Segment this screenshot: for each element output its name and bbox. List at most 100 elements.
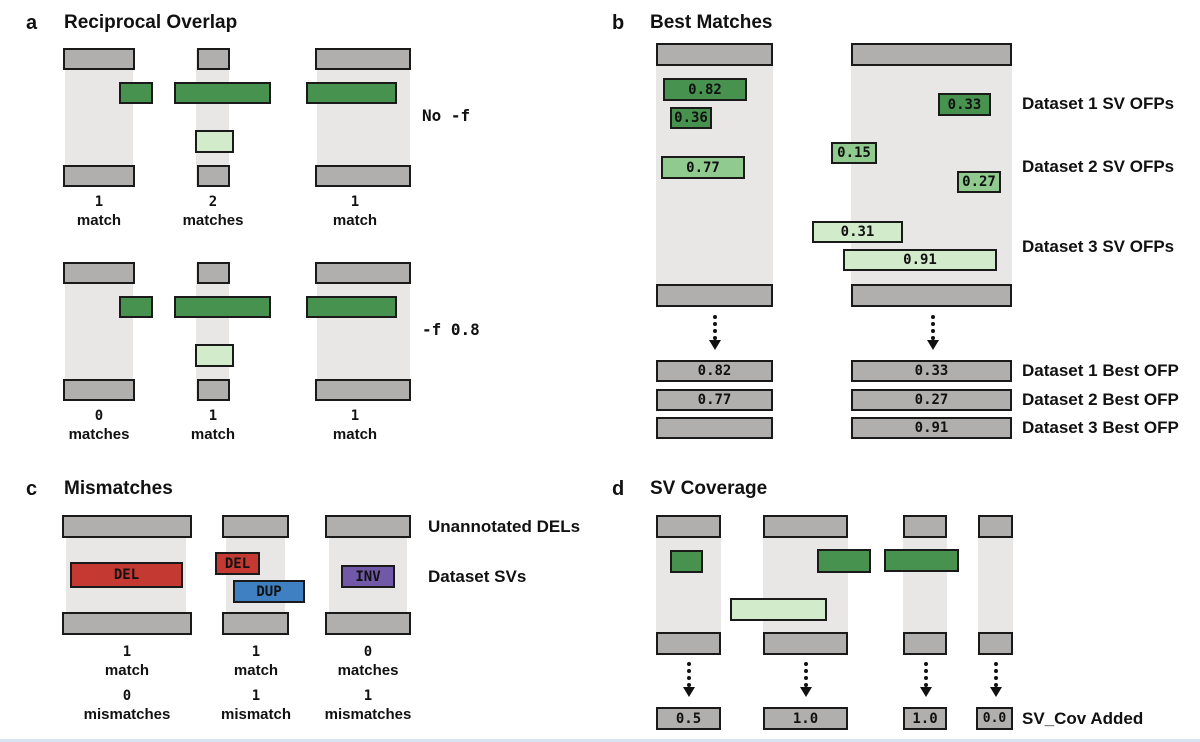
match-count-label: 2 matches [153, 195, 273, 229]
dataset1-sv-ofps-label: Dataset 1 SV OFPs [1022, 94, 1175, 113]
reference-bar [903, 632, 947, 655]
mismatch-count-label: 1 mismatches [308, 689, 428, 723]
panel-a-title: Reciprocal Overlap [64, 12, 238, 33]
reference-bar [851, 284, 1012, 307]
panel-c-title: Mismatches [64, 478, 173, 499]
dotted-arrow-icon [989, 662, 1002, 697]
panel-a-letter: a [26, 12, 38, 34]
reference-bar [222, 612, 289, 635]
dup-sv-box: DUP [233, 580, 305, 603]
best-ofp-bar: 0.77 [656, 389, 773, 411]
coverage-result-box: 1.0 [763, 707, 848, 730]
sv-call-box [174, 296, 271, 318]
reference-bar [903, 515, 947, 538]
match-count-word: match [76, 212, 122, 229]
overlap-band [196, 263, 229, 401]
match-count-word: match [332, 212, 378, 229]
match-count-word: match [190, 426, 236, 443]
ofp-value-box: 0.36 [670, 107, 712, 129]
sv-cov-added-label: SV_Cov Added [1022, 709, 1144, 728]
ofp-value-box: 0.27 [957, 171, 1001, 193]
ofp-value-box: 0.82 [663, 78, 747, 101]
best-ofp-bar: 0.33 [851, 360, 1012, 382]
mismatch-count-number: 1 [363, 688, 373, 704]
reference-bar [978, 515, 1013, 538]
ofp-value-box: 0.15 [831, 142, 877, 164]
dotted-arrow-icon [919, 662, 932, 697]
coverage-result-box: 0.0 [976, 707, 1013, 730]
match-count-number: 1 [208, 408, 218, 424]
match-count-word: matches [182, 212, 244, 229]
mismatch-count-word: mismatches [324, 706, 412, 723]
match-count-label: 1 match [295, 195, 415, 229]
match-count-number: 1 [350, 408, 360, 424]
match-count-word: match [233, 662, 279, 679]
ofp-value-box: 0.31 [812, 221, 903, 243]
reference-bar [62, 515, 192, 538]
dataset-svs-label: Dataset SVs [428, 567, 527, 586]
match-count-number: 0 [94, 408, 104, 424]
dataset2-sv-ofps-label: Dataset 2 SV OFPs [1022, 157, 1175, 176]
reference-bar [63, 165, 135, 187]
sv-call-box [174, 82, 271, 104]
sv-call-box-light [730, 598, 827, 621]
ofp-value-box: 0.77 [661, 156, 745, 179]
match-count-label: 0 matches [308, 645, 428, 679]
best-ofp-bar [656, 417, 773, 439]
match-count-label: 1 match [196, 645, 316, 679]
match-count-word: match [104, 662, 150, 679]
reference-bar [62, 612, 192, 635]
dataset3-best-ofp-label: Dataset 3 Best OFP [1022, 418, 1179, 437]
reference-bar [763, 632, 848, 655]
bottom-edge-line [0, 739, 1200, 742]
overlap-band [65, 49, 133, 187]
reference-bar [63, 48, 135, 70]
match-count-word: matches [337, 662, 399, 679]
reference-bar [63, 379, 135, 401]
reference-bar [978, 632, 1013, 655]
overlap-band [65, 263, 133, 401]
reference-bar [656, 284, 773, 307]
overlap-band [317, 49, 410, 187]
overlap-band [196, 49, 229, 187]
coverage-result-box: 1.0 [903, 707, 947, 730]
reference-bar [656, 43, 773, 66]
match-count-number: 1 [350, 194, 360, 210]
best-ofp-bar: 0.82 [656, 360, 773, 382]
panel-b-title: Best Matches [650, 12, 773, 33]
overlap-band [903, 516, 947, 654]
filter-condition-label: -f 0.8 [422, 320, 480, 339]
sv-call-box [884, 549, 959, 572]
match-count-label: 1 match [39, 195, 159, 229]
overlap-band [978, 516, 1013, 654]
reference-bar [63, 262, 135, 284]
panel-c-letter: c [26, 478, 38, 500]
reference-bar [197, 48, 230, 70]
reference-bar [315, 48, 411, 70]
mismatch-count-word: mismatch [220, 706, 292, 723]
panel-d-title: SV Coverage [650, 478, 768, 499]
reference-bar [222, 515, 289, 538]
sv-call-box-light [195, 130, 234, 153]
dotted-arrow-icon [682, 662, 695, 697]
reference-bar [315, 379, 411, 401]
dotted-arrow-icon [926, 315, 939, 350]
dotted-arrow-icon [799, 662, 812, 697]
overlap-band [656, 516, 721, 654]
overlap-band [317, 263, 410, 401]
mismatch-count-label: 1 mismatch [196, 689, 316, 723]
match-count-number: 1 [122, 644, 132, 660]
ofp-value-box: 0.91 [843, 249, 997, 271]
dataset3-sv-ofps-label: Dataset 3 SV OFPs [1022, 237, 1175, 256]
reference-bar [763, 515, 848, 538]
filter-condition-label: No -f [422, 106, 471, 125]
mismatch-count-number: 1 [251, 688, 261, 704]
reference-bar [315, 262, 411, 284]
overlap-band [763, 516, 848, 654]
sv-call-box [119, 296, 153, 318]
coverage-result-box: 0.5 [656, 707, 721, 730]
sv-call-box-light [195, 344, 234, 367]
mismatch-count-word: mismatches [83, 706, 171, 723]
panel-b-letter: b [612, 12, 625, 34]
match-count-number: 2 [208, 194, 218, 210]
